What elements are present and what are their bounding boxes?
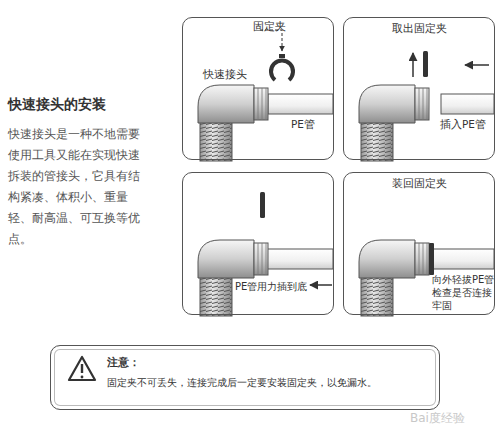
watermark: Bai度经验 [410, 412, 465, 425]
leader-line [260, 30, 282, 51]
clip-tab [279, 54, 285, 58]
step-panel: 装回固定夹向外轻拔PE管 检查是否连接牢固 [343, 172, 495, 315]
quick-connector [359, 240, 429, 316]
pe-pipe [266, 249, 333, 269]
warning-symbol [69, 357, 95, 380]
step-label: PE管用力插到底 [235, 280, 307, 293]
pe-pipe [427, 249, 494, 269]
step-panel: PE管用力插到底 [182, 172, 334, 315]
quick-connector [359, 85, 429, 161]
fitting-step-2 [359, 51, 494, 161]
step-label: 向外轻拔PE管 检查是否连接牢固 [432, 273, 498, 312]
step-panel: 取出固定夹插入PE管 [343, 17, 495, 160]
notice-box: 注意： 固定夹不可丢失，连接完成后一定要安装固定夹，以免漏水。 [50, 345, 440, 410]
push-arrow [310, 284, 332, 286]
insert-arrow [465, 64, 489, 66]
pe-pipe [441, 94, 494, 114]
step-label: PE管 [291, 118, 315, 131]
step-label: 取出固定夹 [392, 22, 447, 35]
remove-arrow [412, 53, 414, 77]
description-text: 快速接头是一种不地需要使用工具又能在实现快速拆装的管接头，它具有结构紧凑、体积小… [8, 124, 144, 250]
step-panel: 固定夹快速接头 PE管 [182, 17, 334, 160]
notice-text: 固定夹不可丢失，连接完成后一定要安装固定夹，以免漏水。 [107, 376, 377, 389]
step-label: 固定夹 [253, 20, 286, 33]
fitting-step-1 [198, 30, 333, 161]
step-label: 插入PE管 [440, 118, 486, 131]
quick-connector [198, 240, 268, 316]
step-label: 装回固定夹 [392, 177, 447, 190]
notice-heading: 注意： [107, 356, 140, 369]
quick-connector [198, 85, 268, 161]
pe-pipe [268, 94, 333, 114]
fitting-step-3 [198, 192, 333, 316]
step-label: 快速接头 [203, 68, 247, 81]
retaining-clip [423, 51, 428, 77]
section-title: 快速接头的安装 [8, 95, 106, 113]
retaining-clip [429, 243, 434, 275]
retaining-clip [271, 61, 293, 80]
retaining-clip [260, 192, 265, 218]
